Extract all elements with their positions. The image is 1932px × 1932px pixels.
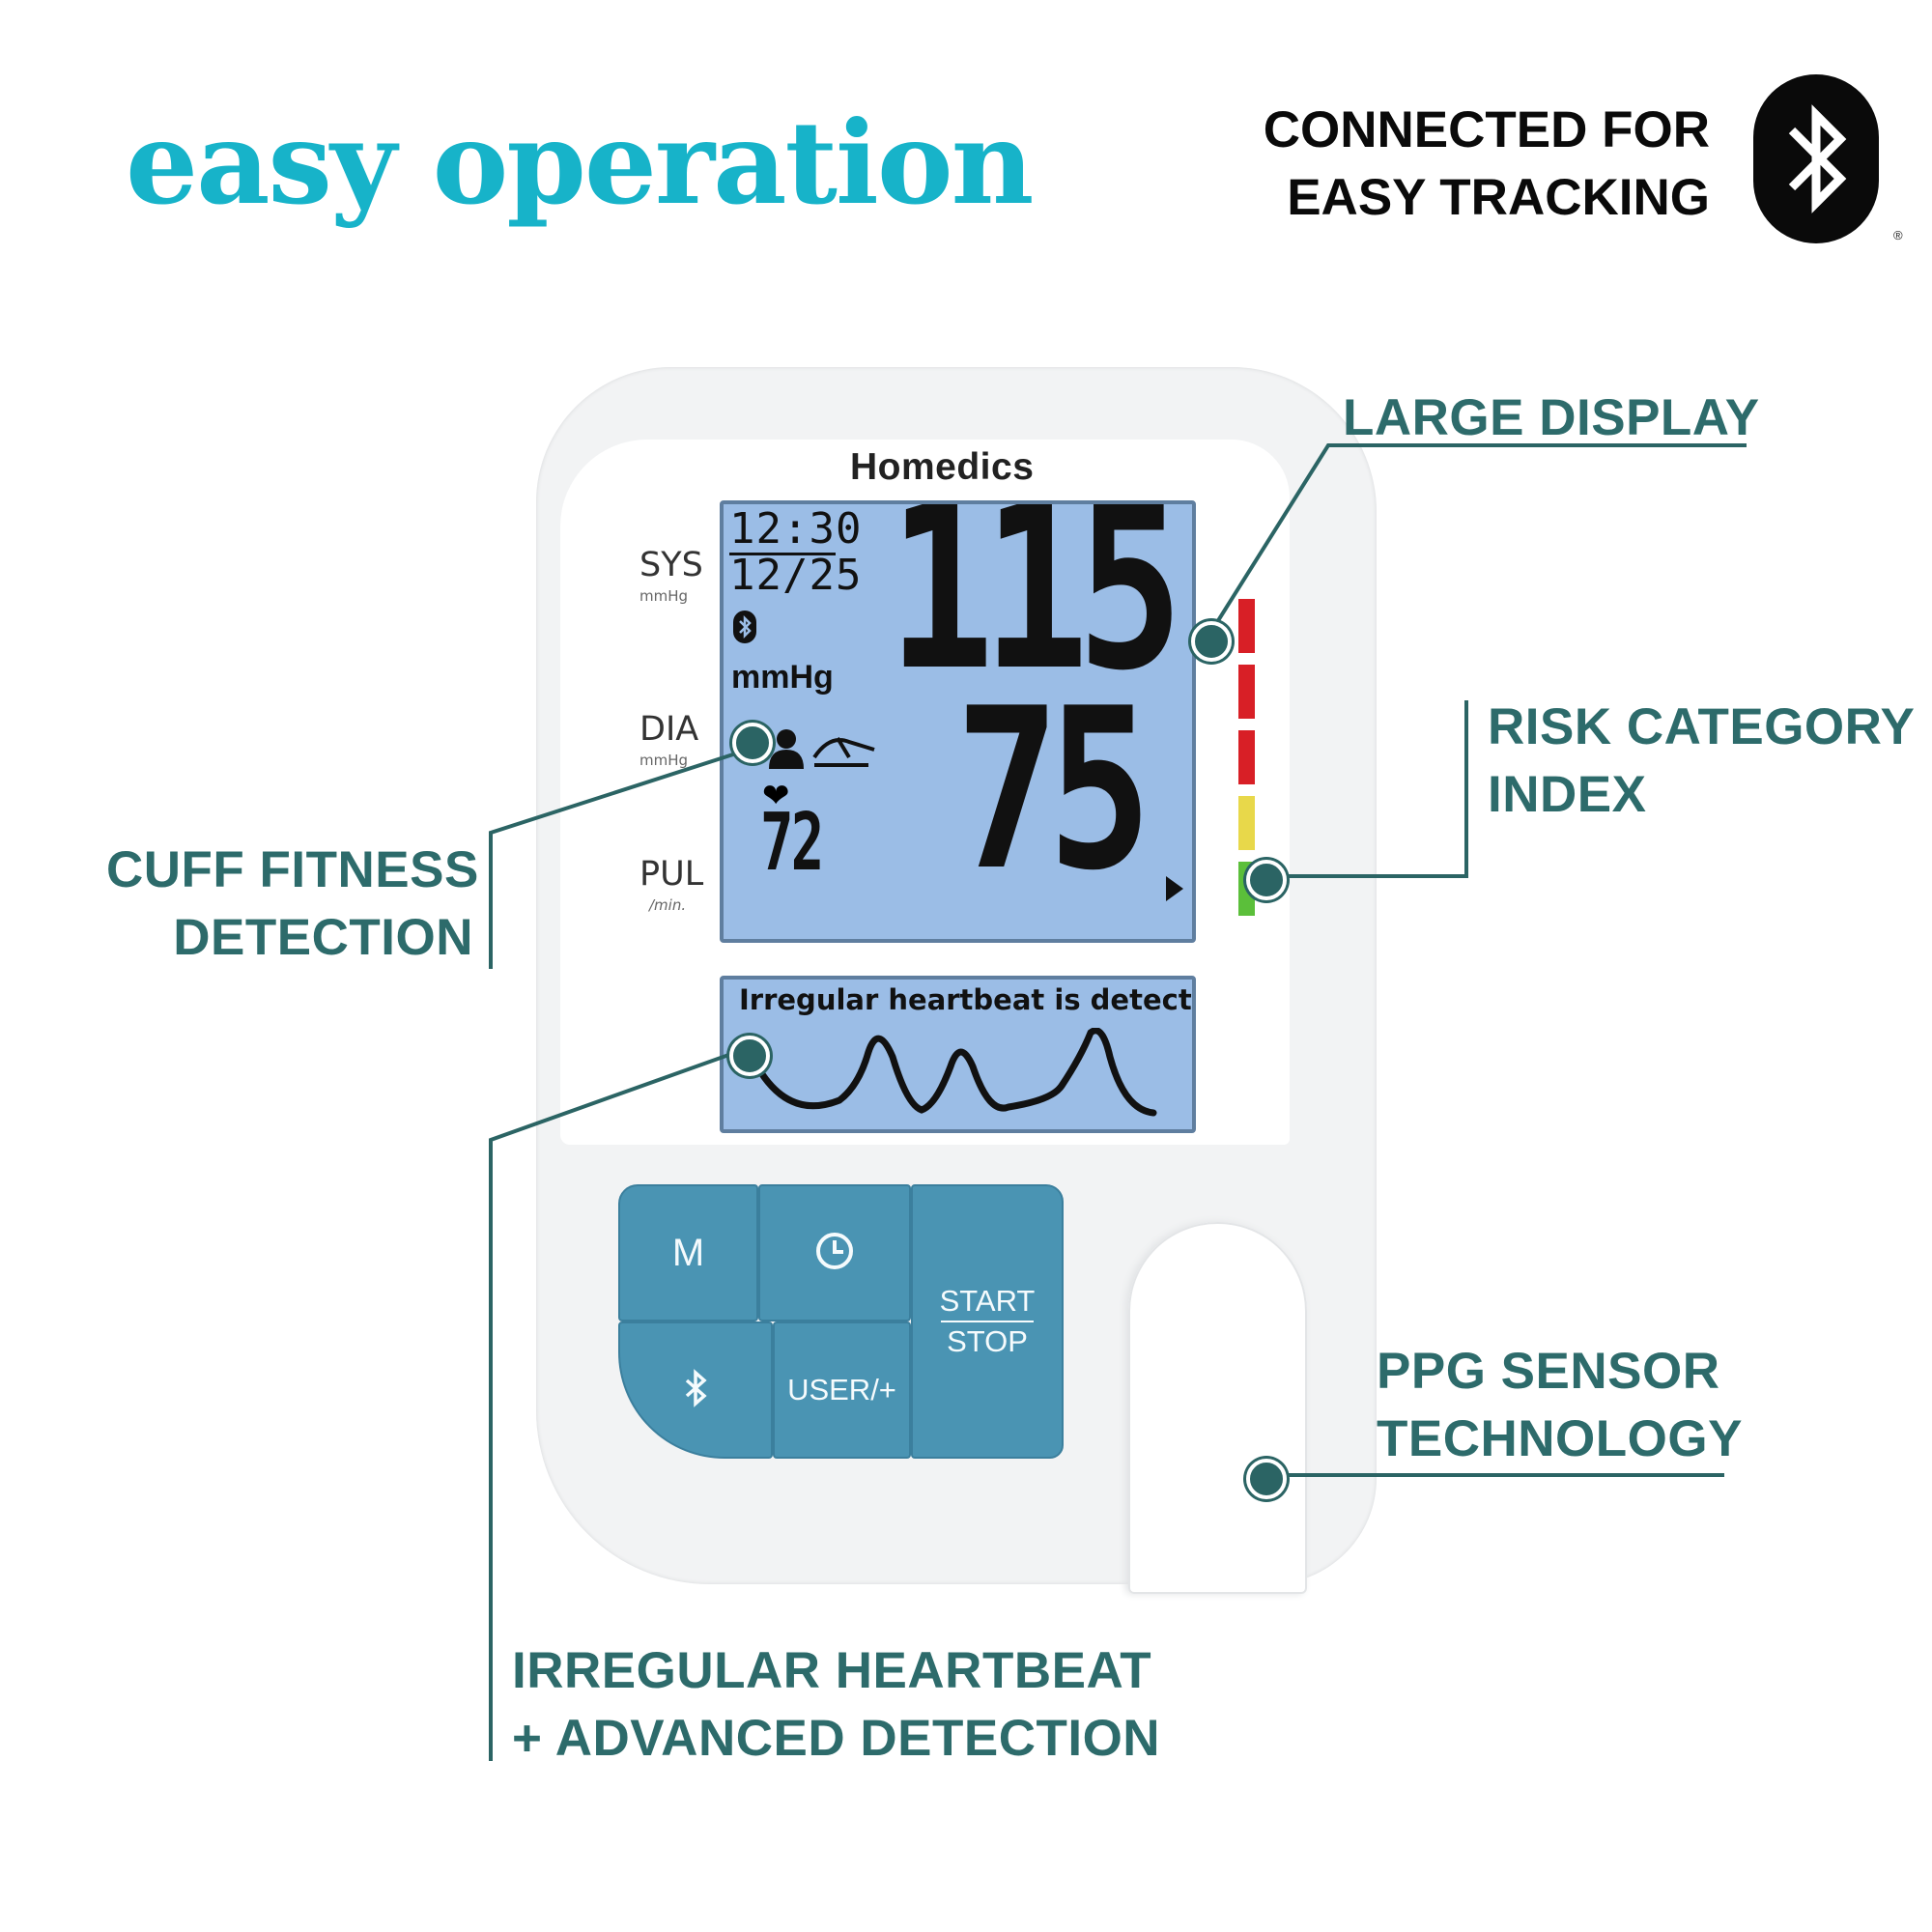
cuff-callout-line-2: DETECTION (173, 909, 473, 966)
risk-pointer-icon (1166, 876, 1183, 901)
pul-unit-label: /min. (649, 896, 687, 914)
irregular-callout-line-2: + ADVANCED DETECTION (512, 1710, 1161, 1767)
large-display-callout: LARGE DISPLAY (1343, 389, 1760, 446)
heart-icon: ❤ (762, 777, 790, 815)
user-icon (767, 728, 806, 769)
sys-unit-label: mmHg (639, 587, 689, 605)
cuff-icon (810, 728, 878, 769)
date-readout: 12/25 (729, 551, 863, 600)
bluetooth-icon (681, 1367, 710, 1414)
dia-unit-label: mmHg (639, 752, 689, 769)
systolic-readout: 115 (888, 500, 1183, 721)
cuff-callout-line-1: CUFF FITNESS (106, 841, 479, 898)
cuff-fitness-marker (732, 723, 773, 763)
bluetooth-icon (1753, 74, 1879, 243)
irregular-callout-line-1: IRREGULAR HEARTBEAT (512, 1642, 1152, 1699)
pul-label: PUL (639, 855, 704, 894)
ppg-sensor-marker (1246, 1459, 1287, 1499)
clock-button[interactable] (758, 1184, 911, 1321)
connected-tagline: CONNECTED FOR EASY TRACKING (1264, 97, 1710, 232)
ppg-callout-line-1: PPG SENSOR (1377, 1343, 1720, 1400)
sys-label: SYS (639, 546, 703, 584)
irregular-message: Irregular heartbeat is detected (739, 983, 1196, 1016)
bluetooth-icon (733, 611, 756, 643)
pulse-waveform (756, 1028, 1157, 1117)
cuff-fitness-callout: CUFF FITNESS DETECTION (106, 837, 479, 972)
time-date-divider (729, 553, 836, 555)
ppg-callout-line-2: TECHNOLOGY (1377, 1410, 1743, 1467)
clock-icon (813, 1230, 856, 1277)
risk-level-bar (1238, 599, 1255, 653)
memory-button[interactable]: M (618, 1184, 758, 1321)
registered-mark: ® (1893, 228, 1903, 242)
irregular-heartbeat-display: Irregular heartbeat is detected (720, 976, 1196, 1133)
time-readout: 12:30 (729, 504, 863, 554)
dia-label: DIA (639, 710, 699, 749)
risk-index-marker (1246, 860, 1287, 900)
ppg-sensor (1128, 1222, 1307, 1594)
pulse-readout: 72 (760, 797, 824, 889)
unit-readout: mmHg (731, 659, 834, 696)
irregular-heartbeat-marker (729, 1036, 770, 1076)
stop-label: STOP (947, 1324, 1028, 1358)
ppg-sensor-callout: PPG SENSOR TECHNOLOGY (1377, 1338, 1743, 1473)
connected-line-2: EASY TRACKING (1287, 169, 1710, 226)
risk-level-bar (1238, 796, 1255, 850)
user-button[interactable]: USER/+ (773, 1321, 911, 1459)
start-stop-divider (941, 1321, 1034, 1322)
risk-callout-line-1: RISK CATEGORY (1488, 698, 1916, 755)
start-stop-button[interactable]: START STOP (911, 1184, 1064, 1459)
start-label: START (939, 1284, 1036, 1318)
risk-callout-line-2: INDEX (1488, 766, 1647, 823)
brand-logo: Homedics (850, 446, 1035, 488)
irregular-heartbeat-callout: IRREGULAR HEARTBEAT + ADVANCED DETECTION (512, 1637, 1160, 1773)
large-display-marker (1191, 621, 1232, 662)
risk-level-bar (1238, 665, 1255, 719)
risk-level-bar (1238, 730, 1255, 784)
diastolic-readout: 75 (955, 662, 1152, 920)
connected-line-1: CONNECTED FOR (1263, 101, 1710, 158)
headline: easy operation (126, 96, 1034, 230)
risk-category-callout: RISK CATEGORY INDEX (1488, 694, 1915, 829)
main-lcd-display: 12:30 12/25 mmHg ❤ 72 115 75 (720, 500, 1196, 943)
